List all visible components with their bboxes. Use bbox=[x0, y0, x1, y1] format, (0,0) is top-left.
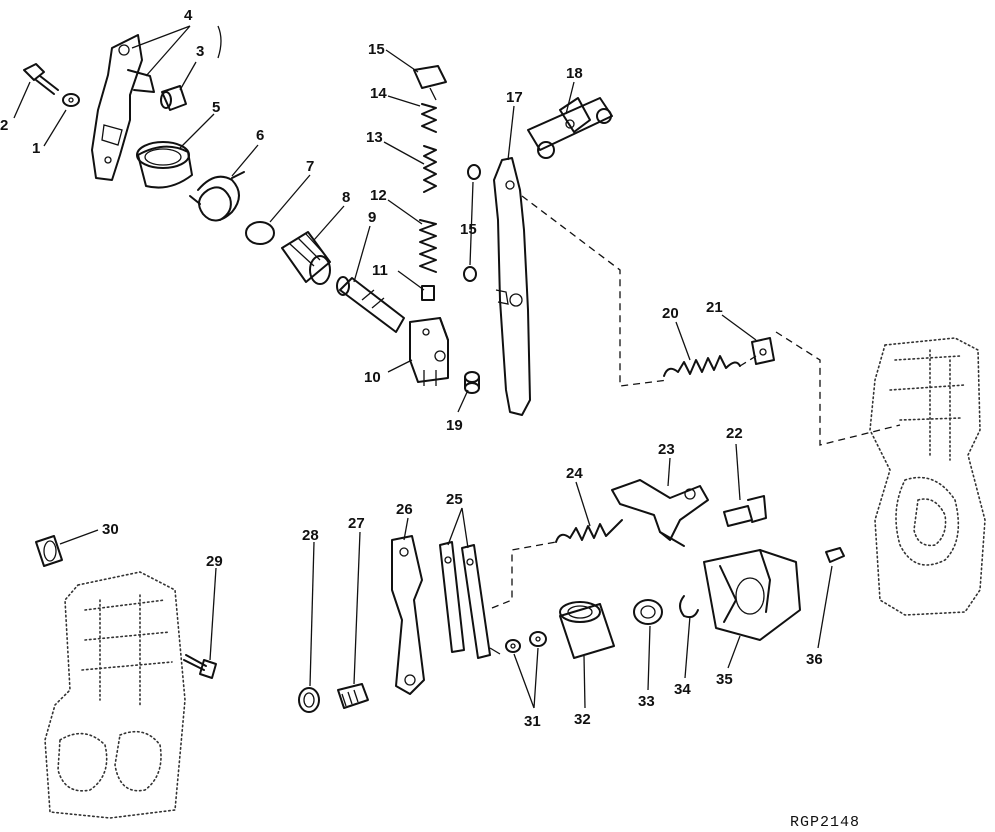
callout-33: 33 bbox=[638, 693, 655, 710]
callout-35: 35 bbox=[716, 671, 733, 688]
callout-26: 26 bbox=[396, 501, 413, 518]
callout-30: 30 bbox=[102, 521, 119, 538]
callout-19: 19 bbox=[446, 417, 463, 434]
part-14-spring bbox=[421, 103, 437, 133]
part-10-block bbox=[409, 317, 449, 386]
part-31-washers bbox=[505, 631, 547, 653]
part-12-spring bbox=[419, 219, 437, 273]
callout-17: 17 bbox=[506, 89, 523, 106]
part-35-weight-housing bbox=[703, 549, 801, 641]
part-8-threaded-plug bbox=[281, 231, 331, 285]
callout-6: 6 bbox=[256, 127, 264, 144]
part-32-sleeve bbox=[559, 601, 615, 659]
part-17-long-lever bbox=[493, 157, 531, 416]
part-29-cap-screw bbox=[183, 654, 217, 679]
part-22-cap-screw bbox=[723, 495, 767, 527]
callout-4: 4 bbox=[184, 7, 193, 24]
part-26-bent-lever bbox=[391, 535, 425, 695]
callout-23: 23 bbox=[658, 441, 675, 458]
callout-36: 36 bbox=[806, 651, 823, 668]
callout-20: 20 bbox=[662, 305, 679, 322]
callout-11: 11 bbox=[372, 262, 388, 279]
assembly-lines bbox=[491, 195, 901, 609]
part-23-lever bbox=[611, 479, 709, 547]
part-3-pin bbox=[160, 85, 187, 111]
part-6-spring bbox=[189, 171, 245, 222]
callout-5: 5 bbox=[212, 99, 220, 116]
part-5-sleeve bbox=[136, 141, 193, 189]
part-13-spring bbox=[423, 145, 437, 193]
part-27-adjust-screw bbox=[337, 683, 369, 709]
part-2-cap-screw bbox=[23, 63, 59, 95]
part-36-key bbox=[825, 547, 845, 563]
part-4-lever-plate bbox=[91, 34, 155, 181]
part-18-lever-assembly bbox=[527, 97, 613, 159]
part-30-plug bbox=[35, 535, 63, 567]
callout-28: 28 bbox=[302, 527, 319, 544]
figure-code: RGP2148 bbox=[790, 814, 860, 831]
governor-housing-right bbox=[869, 337, 986, 616]
part-1-washer bbox=[62, 93, 80, 107]
leader-lines bbox=[13, 25, 833, 709]
part-34-snap-ring bbox=[679, 595, 699, 619]
callout-3: 3 bbox=[196, 43, 204, 60]
part-25-link-pair bbox=[439, 541, 501, 659]
callout-14: 14 bbox=[370, 85, 387, 102]
callout-29: 29 bbox=[206, 553, 223, 570]
callout-32: 32 bbox=[574, 711, 591, 728]
part-20-spring bbox=[663, 355, 741, 377]
callout-9: 9 bbox=[368, 209, 376, 226]
part-24-spring bbox=[555, 519, 623, 543]
part-7-o-ring bbox=[245, 221, 275, 245]
part-15-clip bbox=[413, 65, 447, 101]
part-33-ring bbox=[633, 599, 663, 625]
callout-8: 8 bbox=[342, 189, 350, 206]
callout-10: 10 bbox=[364, 369, 381, 386]
callout-2: 2 bbox=[0, 117, 8, 134]
callout-7: 7 bbox=[306, 158, 314, 175]
callout-13: 13 bbox=[366, 129, 383, 146]
callout-22: 22 bbox=[726, 425, 743, 442]
callout-21: 21 bbox=[706, 299, 723, 316]
part-11-spring-seat bbox=[421, 285, 435, 301]
callout-labels: 1 2 3 4 5 6 7 8 9 10 11 12 13 14 15 15 1… bbox=[0, 7, 823, 730]
part-28-plug bbox=[298, 687, 320, 713]
part-19-bushing bbox=[464, 371, 480, 394]
callout-25: 25 bbox=[446, 491, 463, 508]
callout-34: 34 bbox=[674, 681, 691, 698]
part-21-clip bbox=[751, 337, 775, 365]
callout-24: 24 bbox=[566, 465, 583, 482]
callout-18: 18 bbox=[566, 65, 583, 82]
callout-27: 27 bbox=[348, 515, 365, 532]
part-16-washers bbox=[463, 164, 481, 282]
callout-12: 12 bbox=[370, 187, 387, 204]
callout-15b: 15 bbox=[460, 221, 477, 238]
callout-1: 1 bbox=[32, 140, 40, 157]
part-9-shaft bbox=[336, 276, 405, 333]
callout-31: 31 bbox=[524, 713, 541, 730]
pump-housing-left bbox=[44, 571, 186, 819]
callout-15: 15 bbox=[368, 41, 385, 58]
